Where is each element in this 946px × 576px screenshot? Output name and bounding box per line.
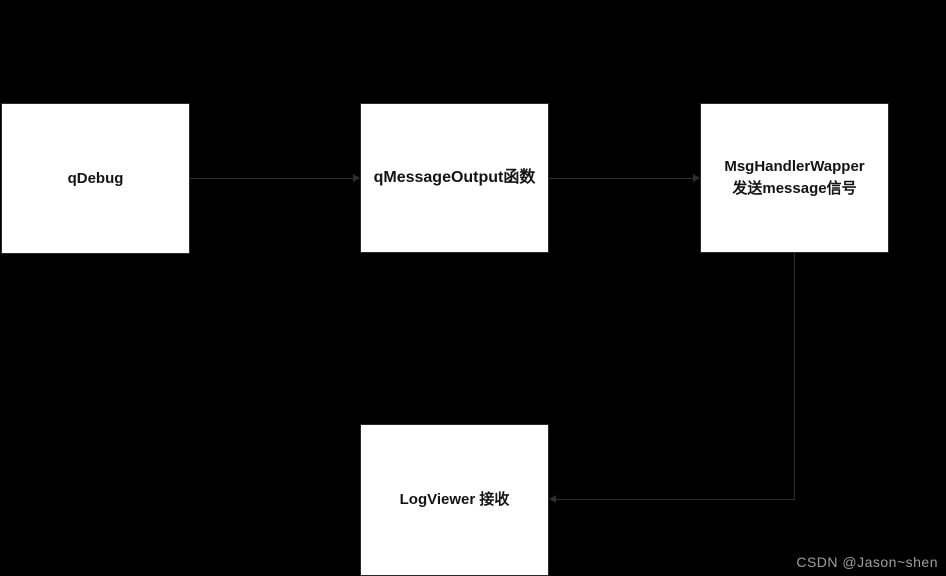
edge-msghandlerwapper-to-logviewer-horizontal bbox=[556, 499, 795, 500]
node-msghandlerwapper: MsgHandlerWapper 发送message信号 bbox=[700, 103, 889, 253]
node-logviewer: LogViewer 接收 bbox=[360, 424, 549, 576]
node-msghandlerwapper-label-line1: MsgHandlerWapper bbox=[724, 158, 865, 175]
arrowhead-left-icon bbox=[549, 495, 556, 503]
edge-msghandlerwapper-to-logviewer-vertical bbox=[794, 253, 795, 499]
node-qmessageoutput-label: qMessageOutput函数 bbox=[373, 169, 536, 186]
node-msghandlerwapper-label-line2: 发送message信号 bbox=[732, 180, 857, 197]
arrowhead-right-icon bbox=[353, 174, 360, 182]
node-qmessageoutput: qMessageOutput函数 bbox=[360, 103, 549, 253]
node-logviewer-label: LogViewer 接收 bbox=[399, 491, 510, 508]
node-qdebug-label: qDebug bbox=[67, 169, 124, 187]
edge-qmessageoutput-to-msghandlerwapper bbox=[549, 178, 693, 179]
node-msghandlerwapper-label: MsgHandlerWapper 发送message信号 bbox=[724, 156, 864, 200]
edge-qdebug-to-qmessageoutput bbox=[190, 178, 353, 179]
watermark: CSDN @Jason~shen bbox=[796, 554, 938, 570]
arrowhead-right-icon bbox=[693, 174, 700, 182]
node-qdebug: qDebug bbox=[1, 103, 190, 254]
